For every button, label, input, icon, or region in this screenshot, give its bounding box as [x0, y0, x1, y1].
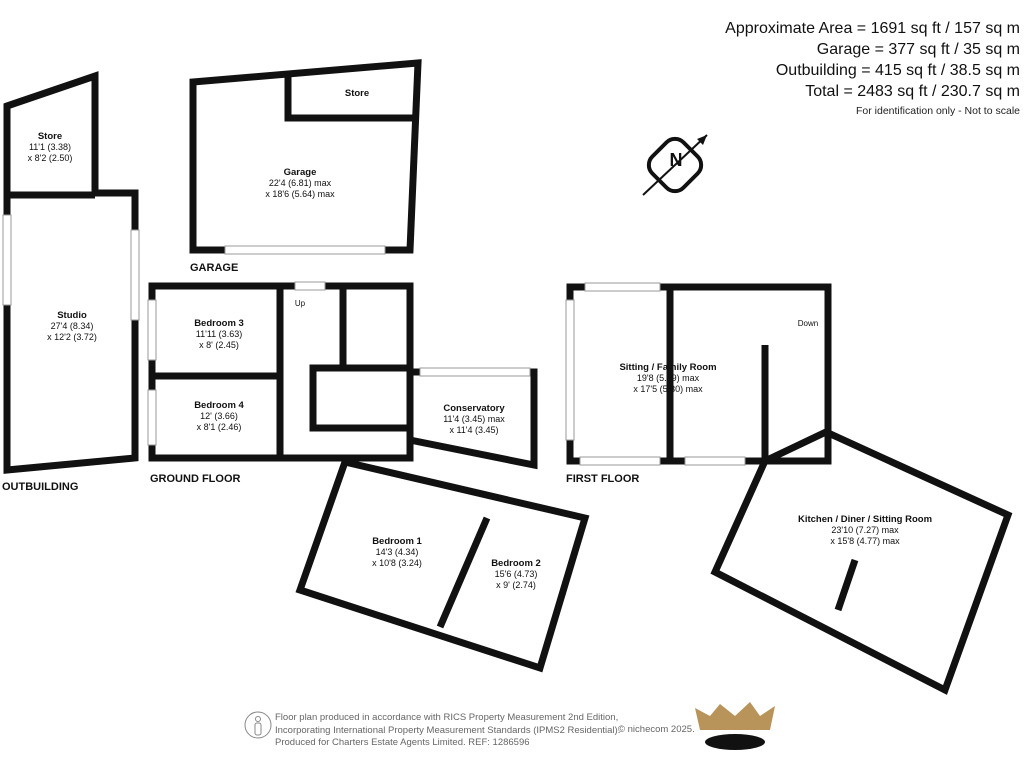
garage-walls [189, 59, 422, 254]
kitchen-walls [710, 428, 1013, 695]
copyright: © nichecom 2025. [618, 724, 695, 735]
outbuilding-walls [3, 71, 139, 474]
person-info-icon [244, 711, 272, 739]
crown-logo [695, 702, 775, 750]
stairs-up-label: Up [294, 299, 306, 308]
shower-room-walls [309, 364, 414, 432]
outbuilding-area: Outbuilding = 415 sq ft / 38.5 sq m [775, 62, 1020, 79]
total-area: Total = 2483 sq ft / 230.7 sq m [805, 83, 1020, 100]
ground-floor-label: GROUND FLOOR [150, 473, 241, 485]
garage-area: Garage = 377 sq ft / 35 sq m [816, 41, 1020, 58]
approximate-area: Approximate Area = 1691 sq ft / 157 sq m [725, 20, 1020, 37]
footer-line-2: Incorporating International Property Mea… [275, 724, 621, 736]
kitchen-divider [834, 558, 859, 612]
compass-letter: N [669, 150, 683, 170]
garage-floor-label: GARAGE [190, 262, 239, 274]
room-store-garage: Store [344, 88, 370, 99]
north-compass-icon [642, 134, 708, 196]
stairs-down-label: Down [797, 319, 819, 328]
garage-store-wall [284, 74, 416, 122]
area-summary: Approximate Area = 1691 sq ft / 157 sq m… [725, 18, 1020, 120]
footer-text: Floor plan produced in accordance with R… [275, 712, 620, 750]
footer-line-3: Produced for Charters Estate Agents Limi… [275, 737, 530, 748]
footer-line-1: Floor plan produced in accordance with R… [275, 712, 619, 723]
scale-note: For identification only - Not to scale [856, 105, 1020, 117]
bed1-bed2-wall [436, 516, 491, 629]
first-floor-label: FIRST FLOOR [566, 473, 640, 485]
bedrooms-wing-walls [295, 457, 590, 673]
bathroom-walls [339, 282, 414, 372]
outbuilding-label: OUTBUILDING [2, 481, 79, 493]
